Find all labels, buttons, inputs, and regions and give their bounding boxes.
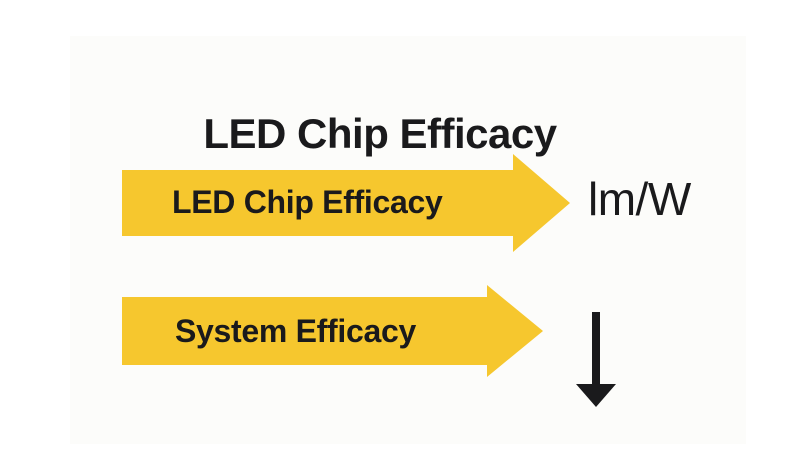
system-arrow-label: System Efficacy: [175, 312, 416, 349]
slide-panel: [70, 36, 746, 444]
right-arrow-shape: [122, 285, 543, 377]
system-right-arrow-icon: [122, 285, 543, 377]
down-arrow-icon: [576, 312, 616, 407]
lumens-per-watt-label: lm/W: [588, 173, 691, 225]
led-chip-arrow-label: LED Chip Efficacy: [172, 183, 443, 220]
down-arrow-shape: [576, 312, 616, 407]
led-chip-right-arrow-icon: [122, 154, 570, 252]
slide-title: LED Chip Efficacy: [203, 110, 557, 158]
right-arrow-shape: [122, 154, 570, 252]
